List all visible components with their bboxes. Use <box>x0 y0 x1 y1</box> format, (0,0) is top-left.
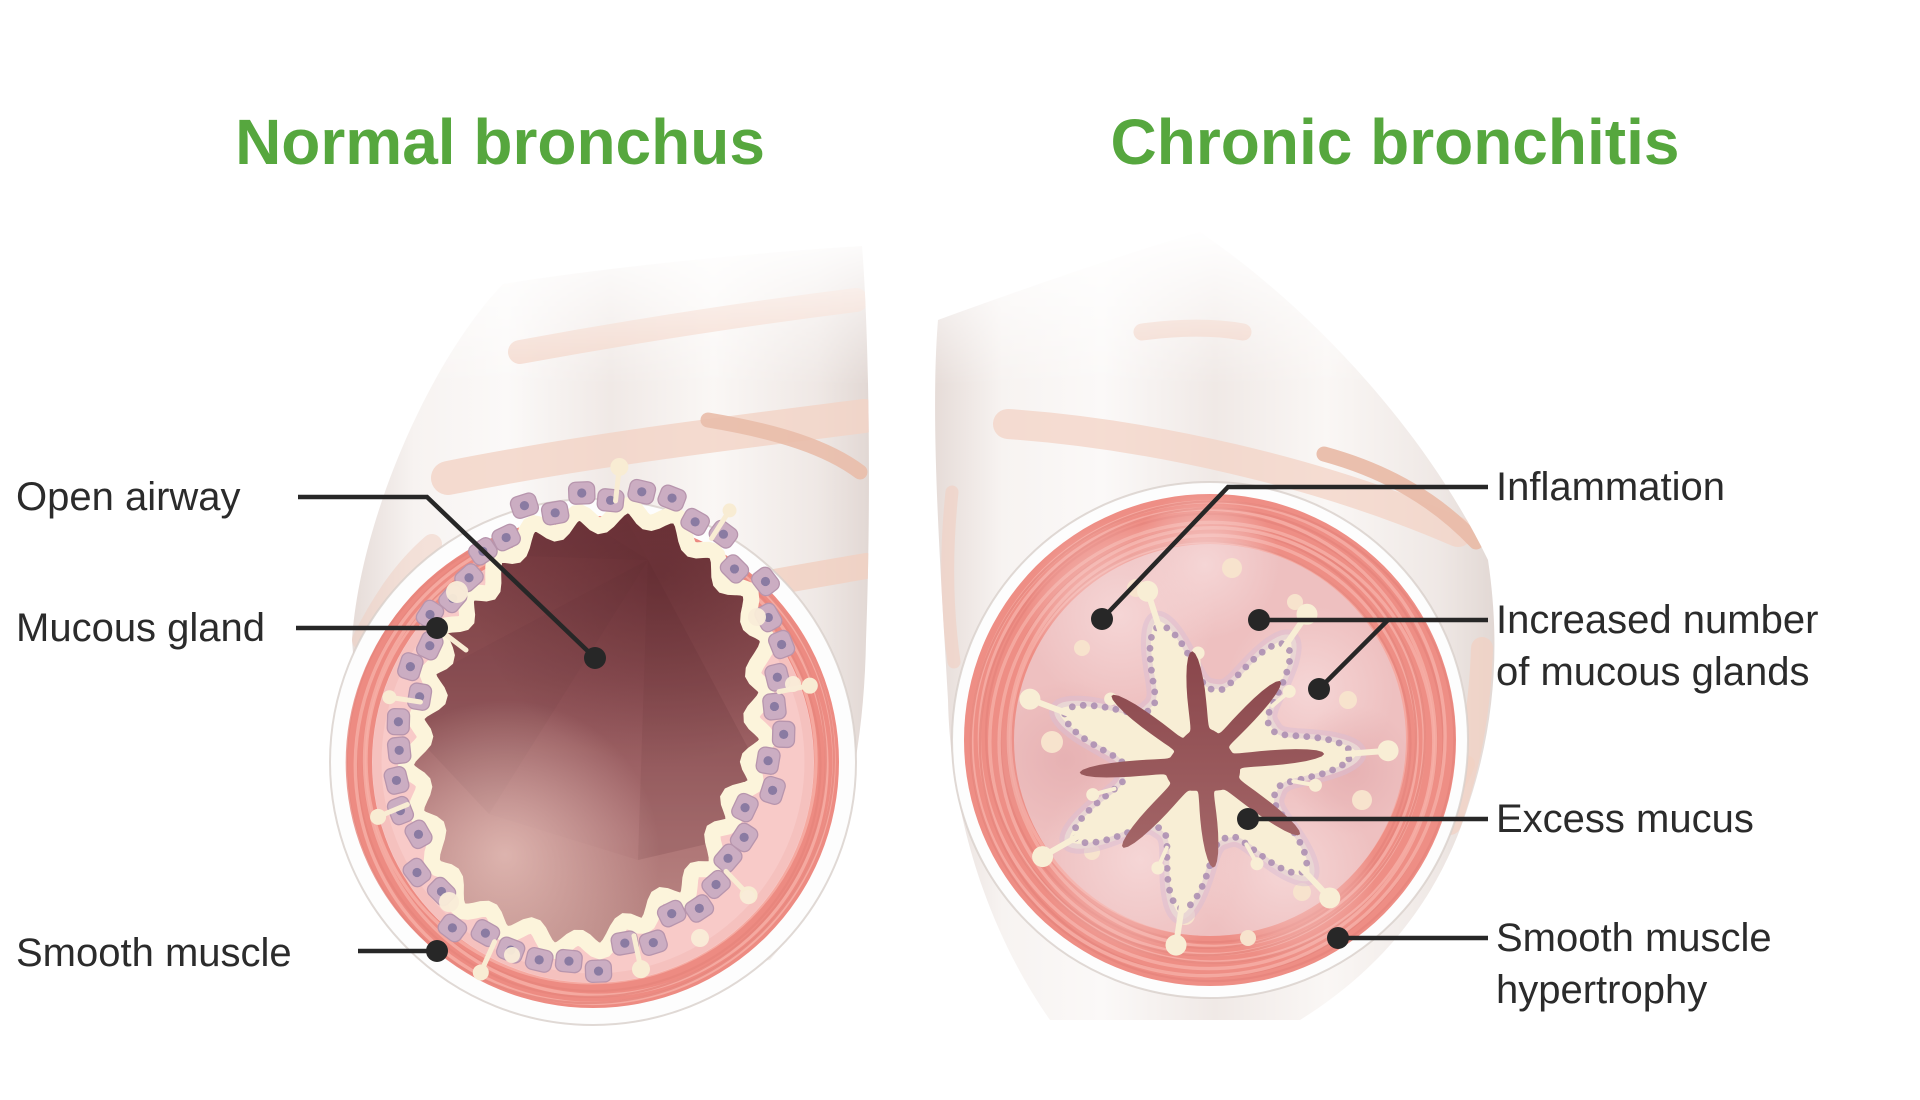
mucus-and-lumen-right <box>985 490 1417 960</box>
leader-increased-glands-2 <box>1317 618 1390 691</box>
label-inflammation: Inflammation <box>1496 465 1725 509</box>
heading-normal-bronchus: Normal bronchus <box>235 106 765 178</box>
normal-bronchus-illustration <box>329 246 869 1026</box>
label-increased-mucous-glands: Increased number of mucous glands <box>1496 594 1818 698</box>
label-mucous-gland: Mucous gland <box>16 606 266 650</box>
label-line: Smooth muscle <box>1496 916 1772 960</box>
label-line: hypertrophy <box>1496 968 1708 1012</box>
leader-open-airway <box>298 494 597 660</box>
leader-inflammation <box>1100 484 1488 621</box>
label-line: of mucous glands <box>1496 650 1810 694</box>
heading-chronic-bronchitis: Chronic bronchitis <box>1110 106 1680 178</box>
airway-epithelium-left <box>370 457 818 984</box>
leader-dots <box>426 608 1349 962</box>
label-smooth-muscle: Smooth muscle <box>16 931 292 975</box>
cartilage-bands-left <box>352 288 869 650</box>
label-line: Increased number <box>1496 598 1819 642</box>
label-smooth-muscle-hypertrophy: Smooth muscle hypertrophy <box>1496 912 1772 1016</box>
leader-lines <box>296 484 1488 962</box>
label-open-airway: Open airway <box>16 475 241 519</box>
chronic-bronchitis-illustration <box>935 232 1495 1020</box>
label-excess-mucus: Excess mucus <box>1496 797 1754 841</box>
